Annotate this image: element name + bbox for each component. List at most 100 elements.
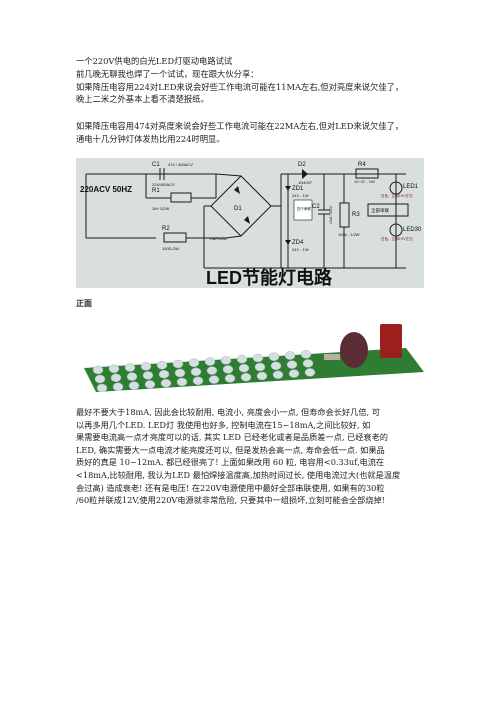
series-label: 全部串联 [371, 207, 389, 214]
led-lamp [204, 357, 216, 366]
box-label: 四个串联 [297, 206, 311, 211]
led-lamp [160, 378, 172, 388]
d2-label: D2 [298, 162, 306, 168]
c1-alt-value: 224/400ACV [152, 182, 175, 187]
electrolytic-capacitor [340, 332, 368, 368]
body-line: <18mA,比较耐用, 我认为LED 最怕焊接温度高,加热时间过长, 使用电流过… [76, 469, 401, 480]
d1-label: D1 [234, 206, 242, 212]
body-paragraph: 最好不要大于18mA, 因此会比较耐用, 电流小, 亮度会小一点, 但寿命会长好… [76, 406, 428, 507]
zd4-label: ZD4 [292, 240, 304, 246]
led-lamp [300, 350, 312, 359]
led-lamp [284, 351, 296, 360]
zd1-value: 24V - 1W [292, 193, 309, 198]
led-lamp [220, 356, 232, 365]
second-line: 如果降压电容用474对亮度来说会好些工作电流可能在22MA左右,但对LED来说欠… [76, 121, 404, 131]
r4-value: 10~47 - 1W [354, 179, 375, 184]
led-lamp [176, 377, 188, 387]
led-lamp [190, 367, 202, 377]
led-lamp [252, 353, 264, 363]
circuit-diagram: 220ACV 50HZ C1 474 / 400ACV 224/400ACV R… [76, 158, 424, 288]
led-lamp [188, 358, 200, 368]
led-lamp [156, 360, 168, 370]
led-lamp [224, 374, 236, 383]
d1-value: KBP2040 [210, 236, 228, 241]
zd1-label: ZD1 [292, 186, 304, 192]
r4-label: R4 [358, 162, 366, 168]
led-lamp [270, 361, 282, 371]
led-lamp [268, 352, 280, 362]
r2-value: 100Ω-2W [162, 246, 179, 251]
body-line: 以再多用几个LED. LED灯 我使用也好多, 控制电流在15~18mA,之间比… [76, 419, 371, 430]
diode-symbols [234, 169, 308, 245]
led-lamp [172, 359, 184, 369]
led-lamp [140, 362, 152, 371]
led-lamp [92, 365, 104, 375]
body-line: /60粒并联成12V,使用220V电源就非常危险, 只要其中一组损坏,立刻可能会… [76, 495, 385, 506]
led-grid [92, 350, 316, 393]
led1-label: LED1 [403, 184, 419, 190]
led-lamp [272, 370, 284, 380]
doc-title: 一个220V供电的白光LED灯驱动电路试试 [76, 56, 233, 66]
led-lamp [302, 359, 314, 368]
led-lamp [126, 372, 138, 381]
r3-value: 100k - 1/2W [338, 232, 360, 237]
c1-value: 474 / 400ACV [168, 162, 193, 167]
body-line: LED, 确实需要大一点电流才能亮度还可以, 但是发热会高一点, 寿命会低一点.… [76, 444, 385, 455]
body-line: 果需要电流高一点才亮度可以的话, 其实 LED 已经老化或者是品质差一点, 已经… [76, 432, 388, 443]
body-line: 会过高) 造成衰老! 还有是电压! 在220V电源使用中最好全部串联使用, 如果… [76, 482, 385, 493]
c1-label: C1 [152, 162, 160, 168]
led30-note: 白色，正脚2.9V左右 [381, 236, 413, 241]
led-lamp [304, 368, 316, 377]
intro-line: 前几晚无聊我也焊了一个试试，现在跟大伙分享： [76, 69, 259, 79]
r1-label: R1 [152, 188, 160, 194]
led-lamp [112, 382, 124, 392]
r3-label: R3 [352, 212, 360, 218]
series-box [293, 199, 313, 221]
c2-label: C2 [312, 204, 320, 210]
r2-label: R2 [162, 226, 170, 232]
front-label: 正面 [76, 298, 92, 308]
second-line: 通电十几分钟灯体发热比用224时明显。 [76, 133, 225, 144]
circuit-labels: 220ACV 50HZ C1 474 / 400ACV 224/400ACV R… [80, 162, 422, 288]
led-lamp [158, 369, 170, 379]
led-lamp [256, 371, 268, 381]
led-lamp [174, 368, 186, 378]
circuit-background [76, 158, 424, 288]
led-lamp [110, 373, 122, 383]
intro-line: 如果降压电容用224对LED来说会好些工作电流可能在11MA左右,但对亮度来说欠… [76, 81, 404, 92]
led-lamp [254, 362, 266, 372]
pcb-photo [76, 310, 426, 400]
r1-value: 1M~1/2W [152, 206, 169, 211]
led-lamp [236, 354, 248, 364]
led-lamp [238, 363, 250, 373]
body-line: 质好的真是 10~12mA, 都已经很亮了! 上面如果改用 60 粒, 电容用<… [76, 457, 385, 468]
film-capacitor [380, 324, 402, 358]
zd4-value: 24V - 1W [292, 247, 309, 252]
led-lamp [288, 369, 300, 378]
circuit-title: LED节能灯电路 [206, 267, 333, 288]
body-line: 最好不要大于18mA, 因此会比较耐用, 电流小, 亮度会小一点, 但寿命会长好… [76, 407, 380, 417]
led-lamp [124, 363, 136, 372]
led1-note: 白色，正脚2.9V左右 [381, 193, 413, 198]
led-lamp [144, 380, 156, 389]
intro-line: 晚上二米之外基本上看不清楚报纸。 [76, 94, 209, 104]
led-lamp [286, 360, 298, 369]
led-lamp [240, 372, 252, 382]
c2-value: 10uf / 400V [329, 205, 333, 224]
d2-value: 1N4007 [298, 180, 313, 185]
source-label: 220ACV 50HZ [80, 185, 132, 194]
led-lamp [142, 371, 154, 380]
led-lamp [108, 364, 120, 374]
led-lamp [206, 366, 218, 375]
led-lamp [94, 374, 106, 384]
led-lamp [128, 381, 140, 390]
second-paragraph: 如果降压电容用474对亮度来说会好些工作电流可能在22MA左右,但对LED来说欠… [76, 120, 426, 145]
led30-label: LED30 [403, 227, 422, 233]
led-lamp [192, 376, 204, 386]
intro-paragraph: 前几晚无聊我也焊了一个试试，现在跟大伙分享： 如果降压电容用224对LED来说会… [76, 68, 426, 106]
led-lamp [208, 375, 220, 384]
circuit-wires [85, 168, 409, 269]
led-lamp [222, 365, 234, 374]
resistor-part [324, 354, 340, 360]
